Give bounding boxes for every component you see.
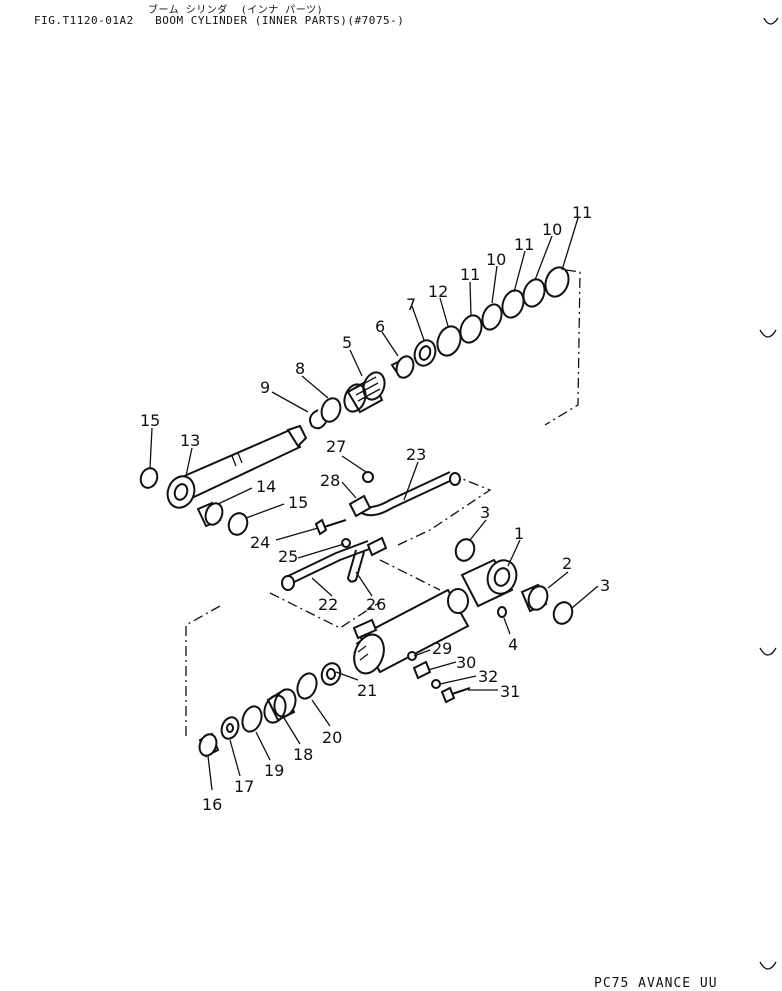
assembly-alignment-lines [185,269,581,736]
callout-leader-lines [149,217,599,791]
figure-subtitle-japanese: ブーム シリンダ (インナ パーツ) [148,5,324,16]
callout-20: 20 [322,728,342,747]
binder-hole-marks [759,17,779,970]
part-3-dust-seal-lower [552,601,574,625]
callout-15: 15 [288,493,308,512]
callout-23: 23 [406,445,426,464]
callout-5: 5 [342,333,352,352]
part-15-dust-seal-right [227,512,249,536]
part-16-bushing [198,732,220,758]
callout-26: 26 [366,595,386,614]
callout-22: 22 [318,595,338,614]
part-29-small-screw [407,651,417,661]
callout-30: 30 [456,653,476,672]
part-21-nut [320,662,342,686]
part-26-u-clamp [346,536,388,583]
part-5-piston [343,371,386,414]
part-18-piston [263,688,297,724]
part-11-ring-middle [501,289,525,319]
part-28-clamp [348,494,372,518]
cylinder-tube [352,588,470,675]
callout-25: 25 [278,547,298,566]
callout-labels: 11 10 11 10 11 12 7 6 5 8 9 15 13 14 15 … [140,203,610,814]
part-24-bolt [314,518,347,536]
part-19-ring [241,705,263,733]
part-31-bolt [440,686,471,704]
callout-29: 29 [432,639,452,658]
callout-6: 6 [375,317,385,336]
callout-3: 3 [480,503,490,522]
callout-9: 9 [260,378,270,397]
callout-15: 15 [140,411,160,430]
part-8-ring [320,397,342,423]
part-14-bushing [196,501,224,528]
part-25-washer [341,538,351,548]
part-11-ring-outer [544,266,570,298]
part-4-grease-fitting [497,606,507,618]
callout-11: 11 [572,203,592,222]
part-13-piston-rod [166,424,308,509]
part-10-ring-outer [522,278,546,308]
part-1-cylinder-head [460,558,518,608]
callout-24: 24 [250,533,270,552]
part-6-bushing [390,355,415,379]
part-30-plate [412,660,432,680]
callout-10: 10 [486,250,506,269]
callout-11: 11 [460,265,480,284]
model-footer: PC75 AVANCE UU [594,976,718,991]
callout-14: 14 [256,477,276,496]
part-12-ring [436,325,462,357]
part-20-ring [296,672,318,700]
callout-18: 18 [293,745,313,764]
callout-7: 7 [406,295,416,314]
part-32-washer [431,679,441,689]
callout-11: 11 [514,235,534,254]
part-17-washer [220,716,240,740]
part-15-dust-seal-left [139,467,159,489]
part-27-nut [362,471,374,483]
part-22-tube [281,540,373,591]
callout-1: 1 [514,524,524,543]
callout-8: 8 [295,359,305,378]
part-11-ring-inner [459,314,483,344]
callout-27: 27 [326,437,346,456]
callout-21: 21 [357,681,377,700]
callout-16: 16 [202,795,222,814]
callout-3: 3 [600,576,610,595]
callout-19: 19 [264,761,284,780]
callout-31: 31 [500,682,520,701]
part-3-dust-seal-upper [454,538,476,562]
callout-28: 28 [320,471,340,490]
part-10-ring-inner [481,303,503,331]
part-7-nut [413,339,437,367]
callout-10: 10 [542,220,562,239]
figure-title: FIG.T1120-01A2 BOOM CYLINDER (INNER PART… [34,14,405,27]
callout-32: 32 [478,667,498,686]
part-2-bushing [520,583,549,613]
callout-17: 17 [234,777,254,796]
callout-13: 13 [180,431,200,450]
part-9-snap-ring [309,409,327,430]
callout-12: 12 [428,282,448,301]
callout-4: 4 [508,635,518,654]
callout-2: 2 [562,554,572,573]
